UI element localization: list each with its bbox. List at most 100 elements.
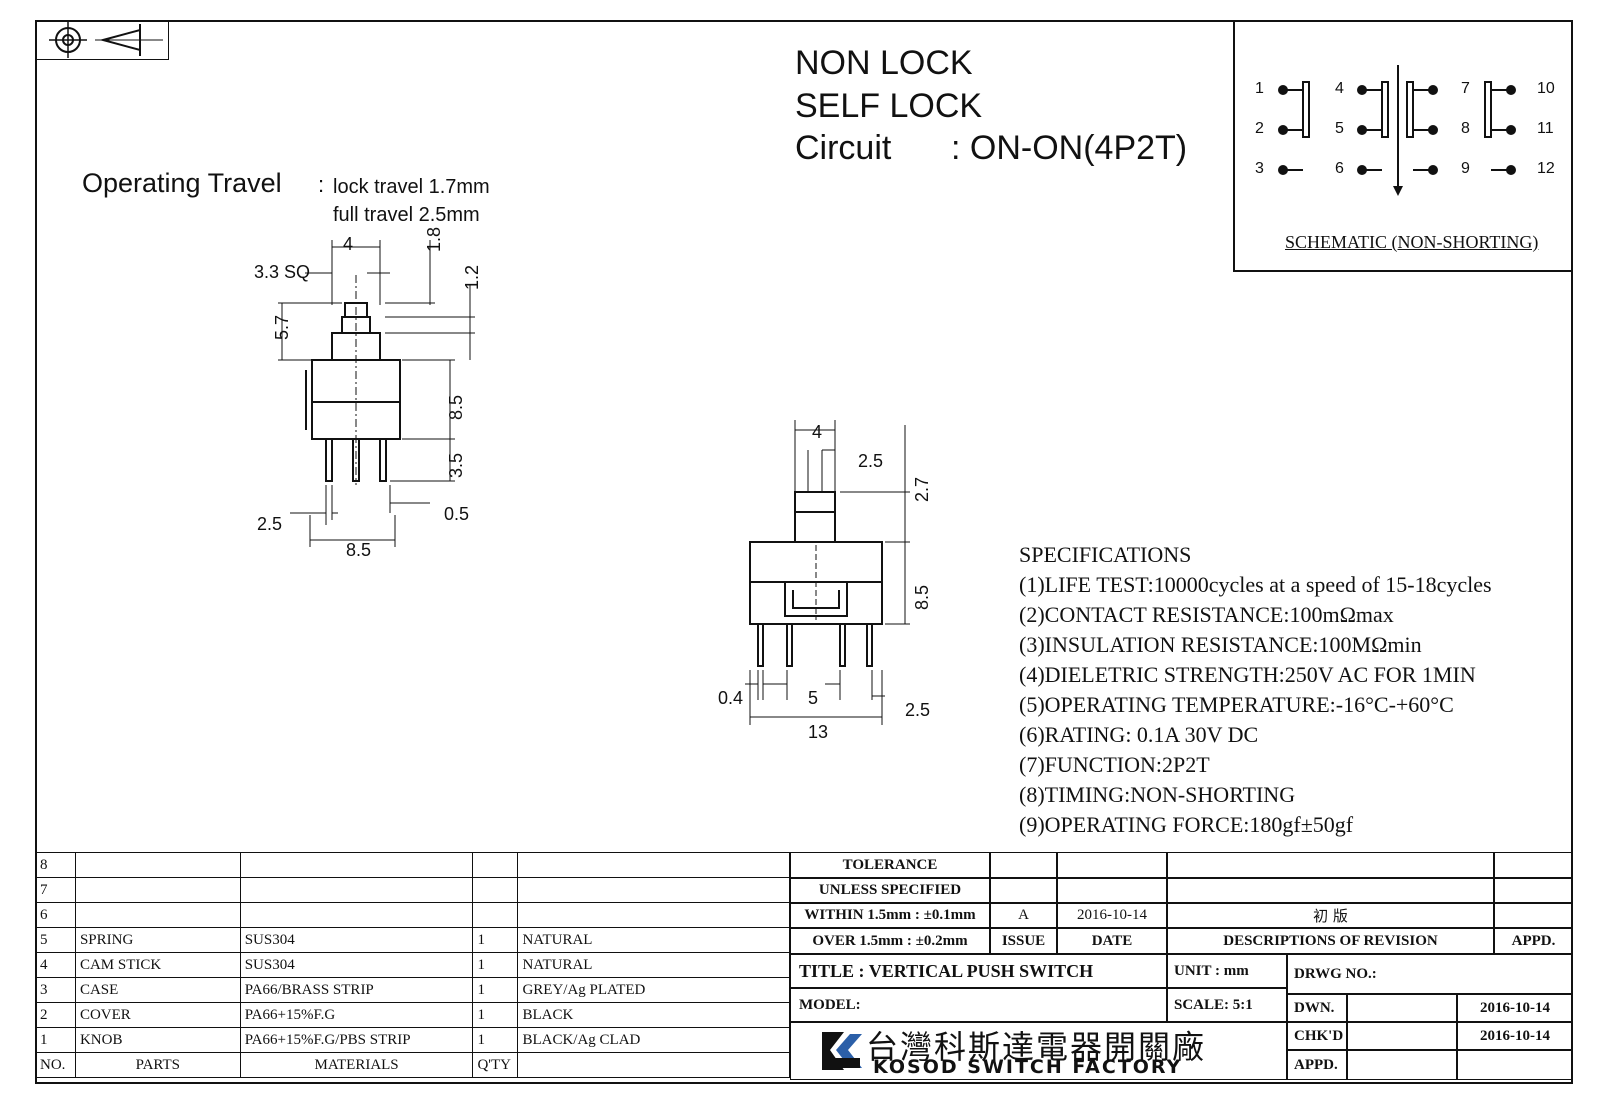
bom-part — [74, 877, 241, 903]
table-row: 7 — [35, 877, 790, 903]
dim-side-0-5: 0.5 — [444, 504, 470, 524]
rev-cell — [1167, 852, 1494, 878]
spec-item: (6)RATING: 0.1A 30V DC — [1019, 722, 1259, 747]
bom-qty — [472, 852, 519, 878]
front-view-drawing — [745, 420, 910, 725]
dim-side-1-2: 1.2 — [462, 264, 482, 290]
bom-part: COVER — [74, 1002, 241, 1028]
full-travel: full travel 2.5mm — [333, 204, 480, 226]
company-name-en: KOSOD SWITCH FACTORY — [873, 1056, 1183, 1078]
bom-qty: 1 — [472, 977, 519, 1003]
tolerance-label: TOLERANCE — [790, 852, 990, 878]
approved-label: APPD. — [1287, 1050, 1347, 1080]
bom-finish — [517, 852, 790, 878]
checked-date: 2016-10-14 — [1457, 1022, 1573, 1050]
dim-front-2-5-right: 2.5 — [905, 700, 931, 720]
bom-finish: NATURAL — [517, 952, 790, 978]
bom-material: PA66/BRASS STRIP — [239, 977, 474, 1003]
schematic-diagram — [1278, 65, 1516, 196]
issue-header: ISSUE — [990, 928, 1057, 954]
projection-icon — [49, 22, 163, 58]
date-value: 2016-10-14 — [1057, 903, 1167, 928]
bom-no: 2 — [35, 1002, 76, 1028]
bom-no: 8 — [35, 852, 76, 878]
dim-side-3-3sq: 3.3 SQ — [254, 262, 311, 282]
drawing-frame — [35, 20, 1573, 1084]
bom-finish: BLACK — [517, 1002, 790, 1028]
bom-header-materials: MATERIALS — [239, 1052, 474, 1078]
dim-side-8-5-bottom: 8.5 — [346, 540, 372, 560]
description-header: DESCRIPTIONS OF REVISION — [1167, 928, 1494, 954]
drawn-date: 2016-10-14 — [1457, 994, 1573, 1022]
checked-label: CHK'D — [1287, 1022, 1347, 1050]
model-field: MODEL: — [790, 988, 1167, 1022]
self-lock-title: SELF LOCK — [795, 87, 983, 125]
bom-no: 3 — [35, 977, 76, 1003]
dim-front-5: 5 — [808, 688, 819, 708]
dim-side-4: 4 — [343, 234, 354, 254]
lock-travel: lock travel 1.7mm — [333, 176, 490, 198]
bom-part — [74, 902, 241, 928]
bom-material — [239, 877, 474, 903]
bom-qty — [472, 877, 519, 903]
approved-date — [1457, 1050, 1573, 1080]
projection-symbol — [35, 20, 169, 60]
operating-travel-colon: : — [318, 172, 325, 197]
bom-no: 1 — [35, 1027, 76, 1053]
tolerance-over: OVER 1.5mm : ±0.2mm — [790, 928, 990, 954]
drawn-sign — [1347, 994, 1457, 1022]
pin-10: 10 — [1537, 80, 1555, 97]
drawing-number-field: DRWG NO.: — [1287, 954, 1573, 994]
dim-front-13: 13 — [808, 722, 829, 742]
bom-part: SPRING — [74, 927, 241, 953]
dim-side-2-5: 2.5 — [257, 514, 283, 534]
bom-no: 6 — [35, 902, 76, 928]
pin-8: 8 — [1461, 120, 1470, 137]
dim-side-1-8: 1.8 — [424, 226, 444, 252]
bom-material — [239, 902, 474, 928]
dim-side-5-7: 5.7 — [272, 314, 292, 340]
rev-cell — [990, 878, 1057, 903]
bom-header-parts: PARTS — [74, 1052, 241, 1078]
checked-sign — [1347, 1022, 1457, 1050]
bom-no: 7 — [35, 877, 76, 903]
bom-header-no: NO. — [35, 1052, 76, 1078]
rev-cell — [1494, 852, 1573, 878]
bom-material: PA66+15%F.G — [239, 1002, 474, 1028]
bom-part — [74, 852, 241, 878]
company-box — [790, 1022, 1287, 1080]
tolerance-unless: UNLESS SPECIFIED — [790, 878, 990, 903]
bom-finish: GREY/Ag PLATED — [517, 977, 790, 1003]
issue-value: A — [990, 903, 1057, 928]
rev-cell — [990, 852, 1057, 878]
bom-no: 4 — [35, 952, 76, 978]
bom-finish — [517, 902, 790, 928]
appd-value — [1494, 903, 1573, 928]
spec-item: (7)FUNCTION:2P2T — [1019, 752, 1210, 777]
bom-header-blank — [517, 1052, 790, 1078]
bom-material: SUS304 — [239, 927, 474, 953]
drawn-label: DWN. — [1287, 994, 1347, 1022]
table-row: 8 — [35, 852, 790, 878]
spec-item: (3)INSULATION RESISTANCE:100MΩmin — [1019, 632, 1422, 657]
pin-11: 11 — [1537, 120, 1554, 137]
pin-4: 4 — [1335, 80, 1344, 97]
table-row: 6 — [35, 902, 790, 928]
appd-header: APPD. — [1494, 928, 1573, 954]
date-header: DATE — [1057, 928, 1167, 954]
spec-item: (4)DIELETRIC STRENGTH:250V AC FOR 1MIN — [1019, 662, 1476, 687]
dim-front-4: 4 — [812, 422, 823, 442]
bom-qty: 1 — [472, 927, 519, 953]
pin-1: 1 — [1255, 80, 1264, 97]
bom-qty: 1 — [472, 952, 519, 978]
rev-cell — [1057, 852, 1167, 878]
bom-no: 5 — [35, 927, 76, 953]
tolerance-within: WITHIN 1.5mm : ±0.1mm — [790, 903, 990, 928]
bom-part: KNOB — [74, 1027, 241, 1053]
company-logo — [822, 1032, 862, 1070]
